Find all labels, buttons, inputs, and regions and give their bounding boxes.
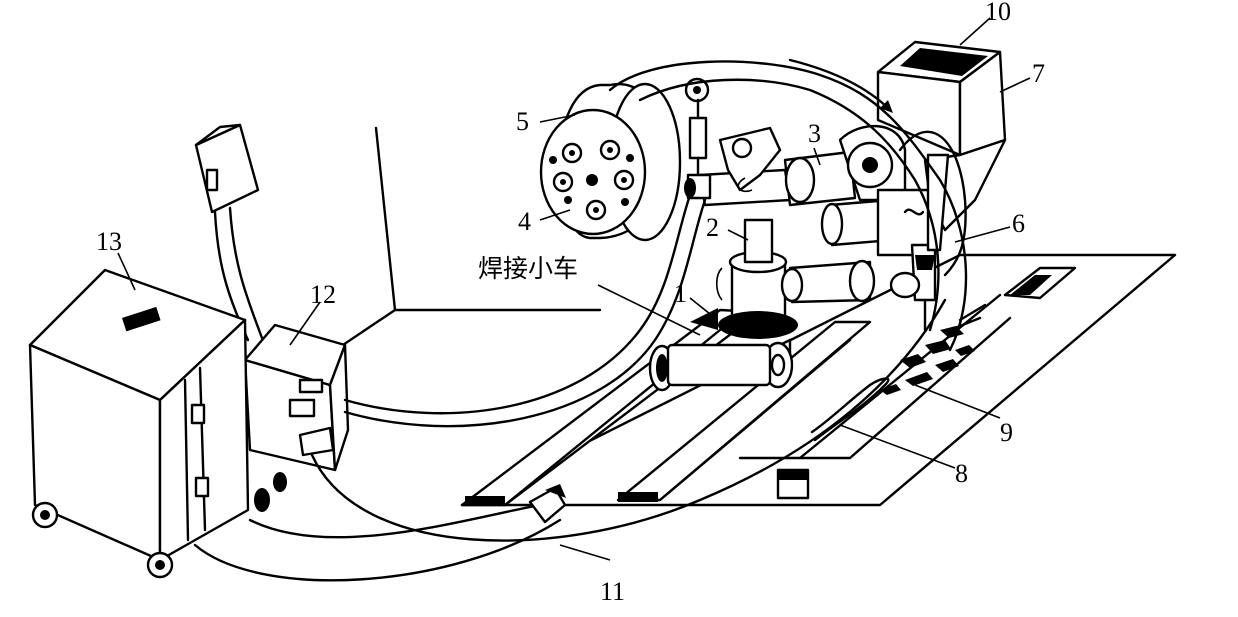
leader-caption [597, 284, 701, 336]
motor-lower-end [820, 202, 844, 246]
ground-clamp [528, 486, 567, 524]
wheel-right-hub [770, 353, 786, 377]
rail-end-block-mid [618, 492, 658, 502]
tension-wheel-hub [693, 86, 701, 94]
leader-11 [559, 544, 611, 561]
door-handle-b [194, 476, 210, 498]
feed-gear-hub [862, 157, 878, 173]
reel-mount-hub [684, 178, 696, 198]
control-cable-a [343, 193, 692, 415]
label-12: 12 [310, 280, 336, 309]
control-port [273, 472, 287, 492]
motor-upper-end [784, 156, 816, 204]
caster-left-hub [40, 510, 50, 520]
label-8: 8 [955, 459, 968, 488]
leader-4 [539, 209, 571, 221]
run-off-block-top [778, 470, 808, 480]
label-7: 7 [1032, 59, 1045, 88]
leader-13 [117, 252, 136, 291]
label-2: 2 [706, 213, 719, 242]
tension-rod [688, 116, 708, 160]
control-box-side [328, 343, 350, 472]
ground-cable [248, 503, 542, 539]
door-handle-a [190, 403, 206, 425]
control-knob-b [288, 398, 316, 418]
leader-3 [813, 147, 821, 166]
column-stem [743, 218, 774, 264]
power-cable-a [310, 298, 947, 542]
leader-5 [539, 114, 576, 123]
wheel-left-hub [656, 354, 668, 382]
leader-12 [289, 301, 321, 346]
wire-loop-inner [638, 78, 940, 332]
rail-groove-2 [658, 338, 852, 502]
leader-8 [839, 424, 956, 469]
control-socket [298, 426, 335, 457]
contact-roller [889, 271, 921, 299]
torch-tip [915, 255, 935, 270]
caption-welding-tractor: 焊接小车 [478, 254, 578, 283]
rotation-arrowhead [880, 100, 893, 113]
control-knob-a [298, 378, 324, 394]
power-source-door [183, 366, 207, 542]
cable-loop-top [898, 130, 967, 277]
rail-end-block-left [465, 496, 505, 506]
power-output-port [254, 488, 270, 512]
torch-screw [903, 208, 925, 216]
leader-6 [954, 226, 1011, 243]
wire-loop-outer [608, 60, 968, 352]
leader-1 [689, 297, 716, 319]
power-source-side [158, 318, 250, 562]
label-10: 10 [985, 0, 1011, 26]
end-tab-fill [1010, 275, 1052, 295]
power-source-vent [121, 306, 161, 332]
column-collar [718, 311, 798, 339]
caster-right-hub [155, 560, 165, 570]
label-4: 4 [518, 207, 531, 236]
power-cable-b [193, 518, 562, 582]
leader-7 [999, 77, 1031, 93]
label-6: 6 [1012, 209, 1025, 238]
motor-bottom-end [780, 267, 804, 303]
leader-2 [727, 229, 749, 241]
arm-pivot [731, 137, 753, 159]
label-1: 1 [674, 279, 687, 308]
leader-9 [914, 384, 1001, 419]
workpiece-plate [460, 253, 1177, 507]
wheel-axle [666, 343, 772, 387]
pendant-top [194, 123, 242, 147]
label-9: 9 [1000, 418, 1013, 447]
label-5: 5 [516, 107, 529, 136]
pendant-cable-2 [228, 206, 264, 340]
motor-bottom-cap [848, 259, 876, 303]
reel-holes [549, 139, 635, 221]
leader-10 [959, 17, 991, 46]
ground-clamp-jaw [545, 484, 566, 498]
column-clamp [715, 267, 723, 301]
hopper-opening [900, 48, 988, 76]
arm-hook [737, 177, 753, 193]
control-cable-b [343, 198, 707, 428]
label-3: 3 [808, 119, 821, 148]
label-13: 13 [96, 227, 122, 256]
pendant-switch [205, 168, 219, 192]
rotation-arrow [788, 58, 892, 112]
label-11: 11 [600, 577, 625, 606]
tractor-wedge [690, 308, 718, 330]
